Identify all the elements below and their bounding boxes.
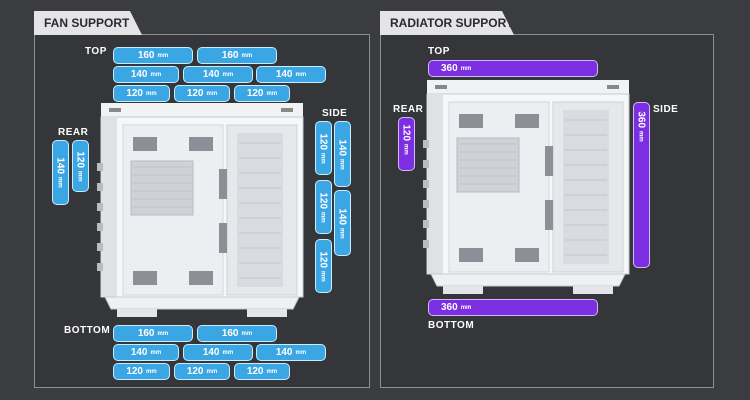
radiator-bottom-label: BOTTOM bbox=[428, 320, 475, 331]
fan-support-title: FAN SUPPORT bbox=[34, 11, 142, 35]
fan-top-label: TOP bbox=[85, 46, 107, 57]
fan-bottom-label: BOTTOM bbox=[64, 325, 111, 336]
radiator-rear-label: REAR bbox=[393, 104, 424, 115]
radiator-top-label: TOP bbox=[428, 46, 450, 57]
pc-case-illustration-radiator bbox=[423, 80, 630, 294]
radiator-support-title: RADIATOR SUPPORT bbox=[380, 11, 514, 35]
radiator-side-label: SIDE bbox=[653, 104, 679, 115]
fan-rear-label: REAR bbox=[58, 127, 89, 138]
pc-case-illustration bbox=[97, 103, 304, 317]
fan-side-label: SIDE bbox=[322, 108, 348, 119]
